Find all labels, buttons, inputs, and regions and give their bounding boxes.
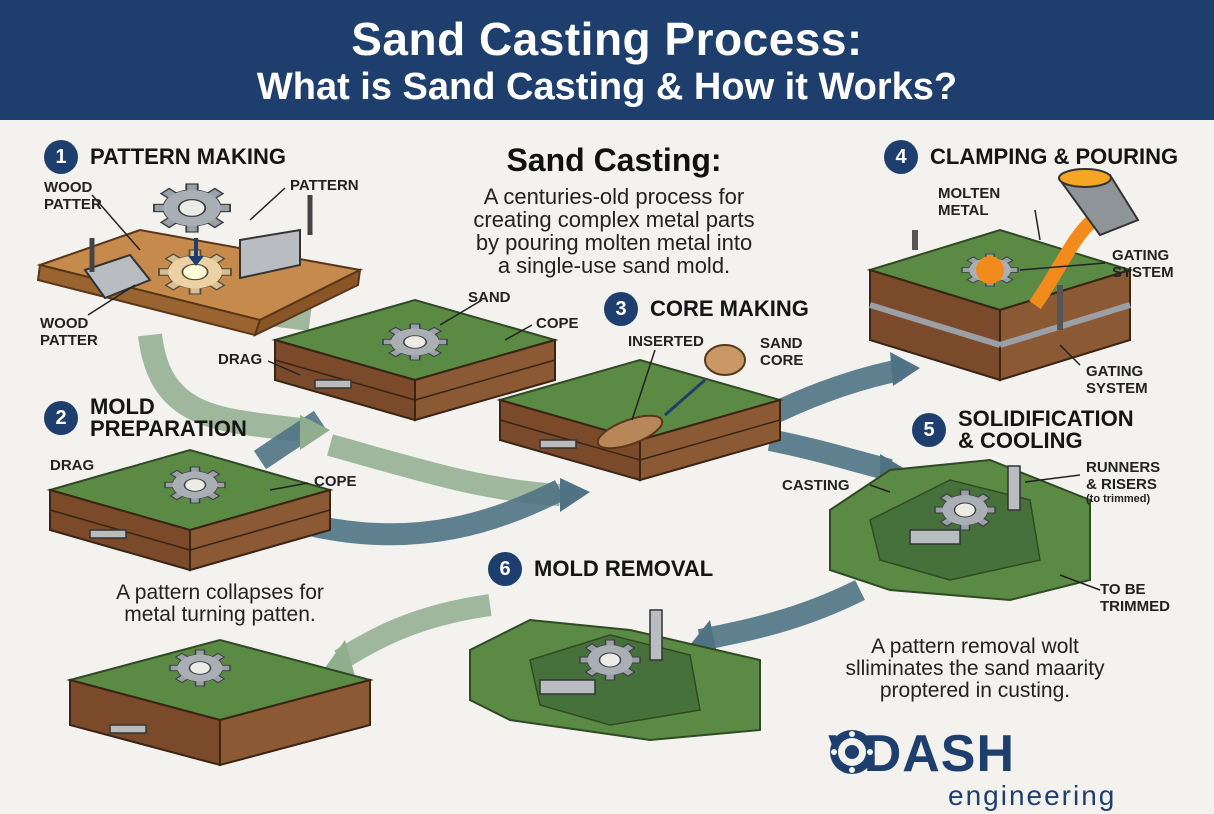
intro-line: by pouring molten metal into [475,230,753,256]
callout-inserted: INSERTED [628,333,704,350]
step-label: MOLD REMOVAL [534,556,714,581]
callout-gating-system-1: GATING SYSTEM [1112,247,1174,281]
callout-line: SYSTEM [1086,379,1148,397]
callout-to-be-trimmed: TO BE TRIMMED [1100,581,1170,615]
step-number: 3 [604,292,638,326]
step-number: 1 [44,140,78,174]
callout-line: SAND [760,335,803,352]
step-5: 5 SOLIDIFICATION & COOLING [912,408,1134,452]
step-label-line2: & COOLING [958,428,1083,453]
flow-arrow [767,429,893,481]
callout-cope-top: COPE [536,315,579,332]
callout-line: METAL [938,201,989,219]
arrow-head [890,352,920,386]
step-label-line1: MOLD [90,394,155,419]
flow-arrow [697,580,865,651]
page-title: Sand Casting Process: [351,13,863,65]
callout-wood-patter-bottom: WOOD PATTER [40,315,98,349]
intro-line: a single-use sand mold. [497,253,731,279]
step-6: 6 MOLD REMOVAL [488,552,713,586]
page-subtitle: What is Sand Casting & How it Works? [256,66,958,108]
bearing-icon [830,730,874,774]
callout-casting: CASTING [782,477,850,494]
arrow-head [322,640,355,676]
callout-drag-top: DRAG [218,351,263,368]
callout-line: MOLTEN [938,185,1001,202]
title-banner: Sand Casting Process: What is Sand Casti… [0,0,1214,120]
callout-line: SYSTEM [1112,263,1174,281]
callout-line: GATING [1112,247,1170,264]
mold-removal [469,609,761,742]
callout-sand: SAND [468,289,511,306]
pattern-board [36,183,364,337]
logo-letters: DASH [863,725,1016,783]
flow-arrow [307,480,565,546]
note-right: A pattern removal wolt slliminates the s… [800,635,1150,703]
callout-drag-mid: DRAG [50,457,95,474]
intro-line: A centuries-old process for [483,184,745,209]
flow-arrow [327,434,561,506]
intro-title: Sand Casting: [506,142,722,178]
callout-molten-metal: MOLTEN METAL [938,185,1001,219]
flow-arrow [334,594,492,670]
logo-subtitle: engineering [948,780,1117,811]
step-number: 6 [488,552,522,586]
logo-wordmark: V DASH [828,728,1116,780]
note-line: A pattern collapses for [116,581,324,604]
note-left: A pattern collapses for metal turning pa… [70,581,370,627]
note-line: slliminates the sand maarity [845,657,1105,681]
diagram-canvas: 1 PATTERN MAKING 2 MOLD PREPARATION 3 CO… [0,120,1214,814]
step-1: 1 PATTERN MAKING [44,140,286,174]
callout-line: TRIMMED [1100,597,1170,615]
step-label: CORE MAKING [650,296,809,321]
step-label-line2: PREPARATION [90,416,247,441]
callout-line: & RISERS [1086,475,1157,493]
vdash-logo: V DASH engineering [828,728,1116,812]
step-2: 2 MOLD PREPARATION [44,396,247,440]
callout-line: TO BE [1100,581,1146,598]
step-number: 4 [884,140,918,174]
arrow-head [300,415,330,450]
intro-text: A centuries-old process for creating com… [404,185,824,277]
arrow-head [560,478,590,512]
callout-leaders [87,187,1106,591]
step-number: 5 [912,413,946,447]
clamped-flask [866,228,1134,382]
intro-line: creating complex metal parts [473,207,755,233]
core-mold [499,344,781,481]
callout-runners-risers: RUNNERS & RISERS (to trimmed) [1086,459,1161,505]
callout-line: WOOD [44,179,93,196]
callout-sand-core: SAND CORE [760,335,804,369]
callout-gating-system-2: GATING SYSTEM [1086,363,1148,397]
ladle [1029,168,1140,310]
callout-pattern: PATTERN [290,177,359,194]
callout-line: GATING [1086,363,1144,380]
callout-line: WOOD [40,315,89,332]
step-label: PATTERN MAKING [90,144,286,169]
note-line: A pattern removal wolt [871,635,1079,658]
process-illustration [36,168,1140,767]
step-3: 3 CORE MAKING [604,292,809,326]
callout-line: PATTER [40,331,98,349]
note-line: proptered in custing. [879,679,1071,703]
callout-wood-patter-top: WOOD PATTER [44,179,102,213]
callout-line: RUNNERS [1086,459,1161,476]
callout-line: PATTER [44,195,102,213]
note-line: metal turning patten. [124,603,316,627]
broken-mold-casting [829,458,1091,602]
step-label: CLAMPING & POURING [930,144,1179,169]
intro-block: Sand Casting: A centuries-old process fo… [404,142,824,277]
callout-cope-mid: COPE [314,473,357,490]
callout-line: (to trimmed) [1086,493,1151,505]
step-number: 2 [44,401,78,435]
flow-arrow [138,333,302,442]
step-4: 4 CLAMPING & POURING [884,140,1178,174]
step-label-line1: SOLIDIFICATION [958,406,1134,431]
final-flask [66,638,374,767]
callout-line: CORE [760,351,804,369]
